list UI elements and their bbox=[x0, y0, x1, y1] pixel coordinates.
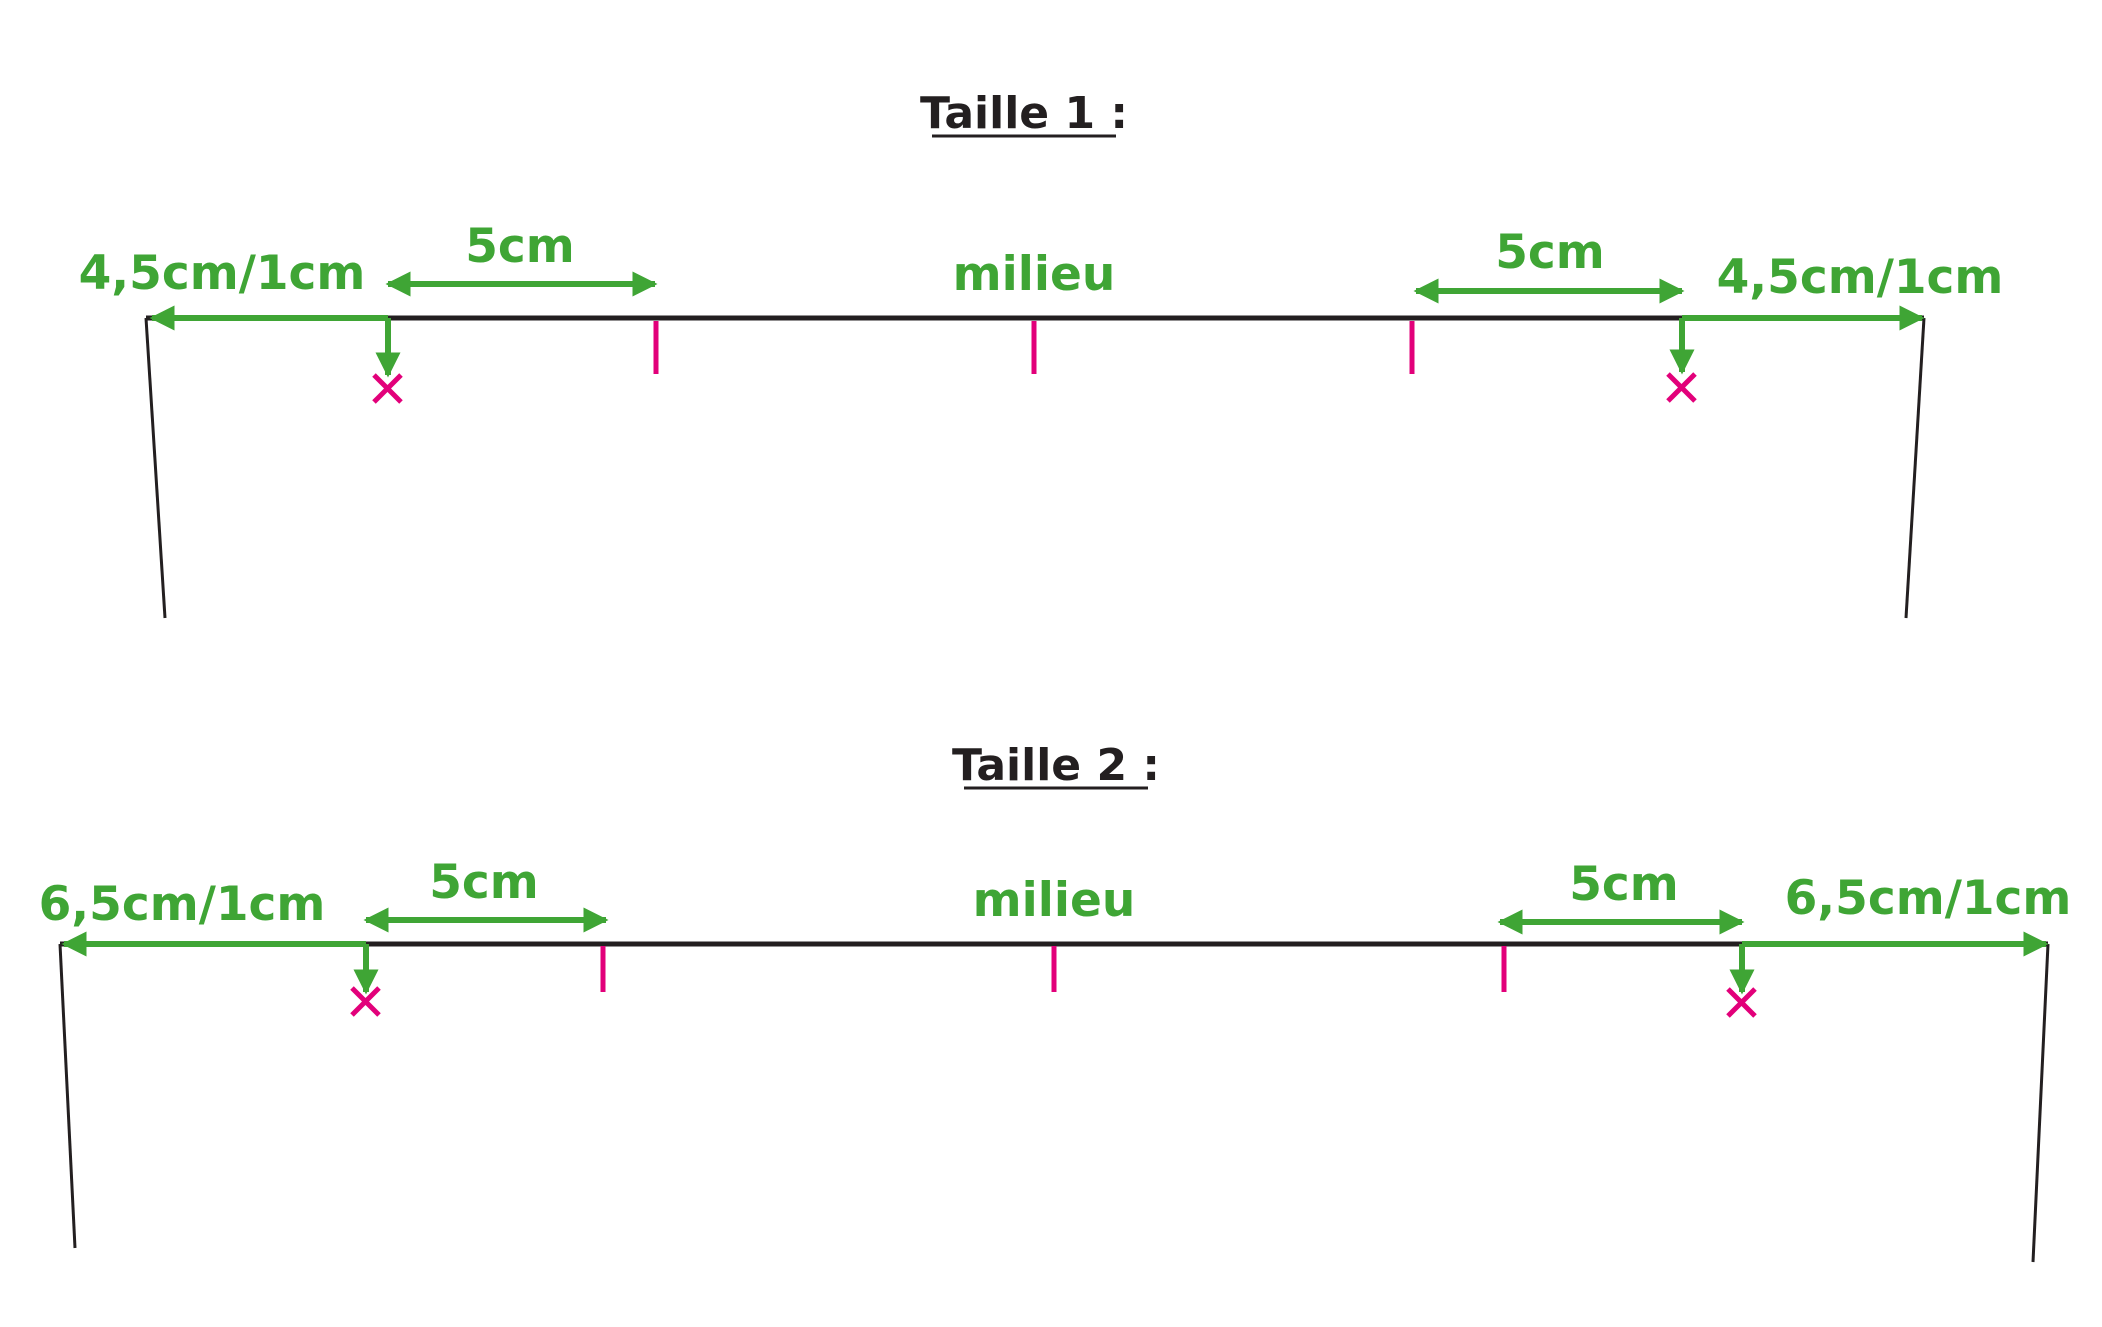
diagram-2-right-offset-label: 6,5cm/1cm bbox=[1785, 871, 2072, 926]
diagram-taille-1: Taille 1 : 4,5cm/1cm 5cm milieu bbox=[79, 88, 2004, 619]
diagram-1-right-cross-icon bbox=[1666, 372, 1697, 403]
diagram-2-title: Taille 2 : bbox=[952, 740, 1160, 791]
diagram-1-left-cross-icon bbox=[372, 373, 403, 404]
diagram-1-title: Taille 1 : bbox=[920, 88, 1128, 139]
diagram-1-right-gap-label: 5cm bbox=[1495, 225, 1605, 280]
diagram-2-right-cross-icon bbox=[1726, 987, 1757, 1018]
diagram-2-left-gap-label: 5cm bbox=[429, 855, 539, 910]
diagram-1-right-offset-label: 4,5cm/1cm bbox=[1717, 250, 2004, 305]
diagram-1-left-side bbox=[144, 317, 167, 619]
diagram-2-left-offset-label: 6,5cm/1cm bbox=[39, 877, 326, 932]
diagram-2-right-gap-label: 5cm bbox=[1569, 857, 1679, 912]
diagram-2-left-cross-icon bbox=[350, 986, 381, 1017]
diagram-2-right-side bbox=[2031, 943, 2050, 1263]
diagram-2-left-side bbox=[58, 943, 77, 1249]
diagram-1-center-label: milieu bbox=[953, 247, 1116, 302]
diagram-taille-2: Taille 2 : 6,5cm/1cm 5cm milieu bbox=[39, 740, 2072, 1263]
diagram-1-left-offset-label: 4,5cm/1cm bbox=[79, 246, 366, 301]
diagram-1-right-side bbox=[1904, 317, 1926, 619]
diagram-1-left-gap-label: 5cm bbox=[465, 219, 575, 274]
diagram-2-center-label: milieu bbox=[973, 873, 1136, 928]
